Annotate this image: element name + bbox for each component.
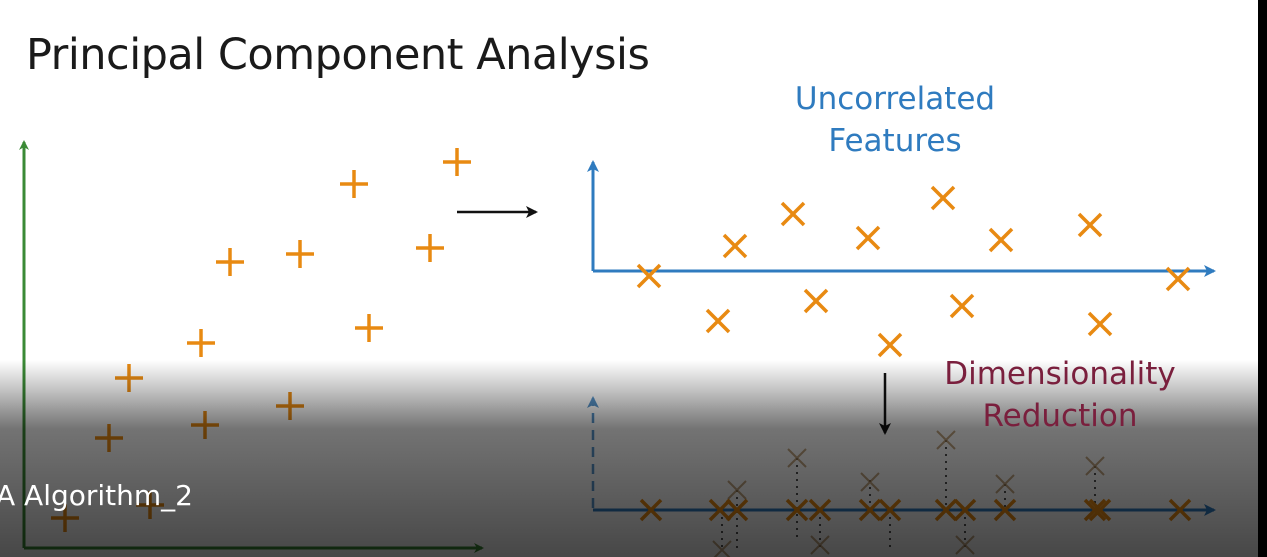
faded-x-marker-icon <box>1085 456 1105 476</box>
plus-marker-icon <box>286 240 314 268</box>
video-caption: A Algorithm_2 <box>0 479 193 512</box>
x-marker-icon <box>636 263 662 289</box>
faded-x-marker-icon <box>995 474 1015 494</box>
plus-marker-icon <box>115 364 143 392</box>
plus-marker-icon <box>191 411 219 439</box>
faded-x-marker-icon <box>727 480 747 500</box>
dimred-line-2: Reduction <box>982 398 1138 434</box>
transformed-data-points <box>636 185 1191 358</box>
plus-marker-icon <box>355 314 383 342</box>
plus-marker-icon <box>443 148 471 176</box>
right-edge-strip <box>1258 0 1267 557</box>
slide-title: Principal Component Analysis <box>26 30 650 80</box>
plus-marker-icon <box>216 248 244 276</box>
dimred-line-1: Dimensionality <box>944 356 1176 392</box>
plus-marker-icon <box>416 234 444 262</box>
dimensionality-reduction-label: Dimensionality Reduction <box>925 353 1195 437</box>
x-marker-icon <box>1165 266 1191 292</box>
uncorrelated-line-2: Features <box>828 123 962 159</box>
uncorrelated-features-label: Uncorrelated Features <box>770 78 1020 162</box>
plus-marker-icon <box>276 392 304 420</box>
original-data-points <box>51 148 471 532</box>
faded-x-marker-icon <box>787 448 807 468</box>
x-marker-icon <box>988 227 1014 253</box>
x-marker-icon <box>780 201 806 227</box>
plus-marker-icon <box>95 424 123 452</box>
x-marker-icon <box>705 308 731 334</box>
x-marker-icon <box>1087 311 1113 337</box>
x-marker-icon <box>1077 212 1103 238</box>
plus-marker-icon <box>187 329 215 357</box>
x-marker-icon <box>803 288 829 314</box>
x-marker-icon <box>855 225 881 251</box>
x-marker-icon <box>930 185 956 211</box>
x-marker-icon <box>877 332 903 358</box>
uncorrelated-line-1: Uncorrelated <box>794 81 996 117</box>
plus-marker-icon <box>340 170 368 198</box>
projection-lines <box>721 440 1096 550</box>
faded-original-positions <box>712 430 1105 557</box>
faded-x-marker-icon <box>712 540 732 557</box>
x-marker-icon <box>722 233 748 259</box>
x-marker-icon <box>949 293 975 319</box>
